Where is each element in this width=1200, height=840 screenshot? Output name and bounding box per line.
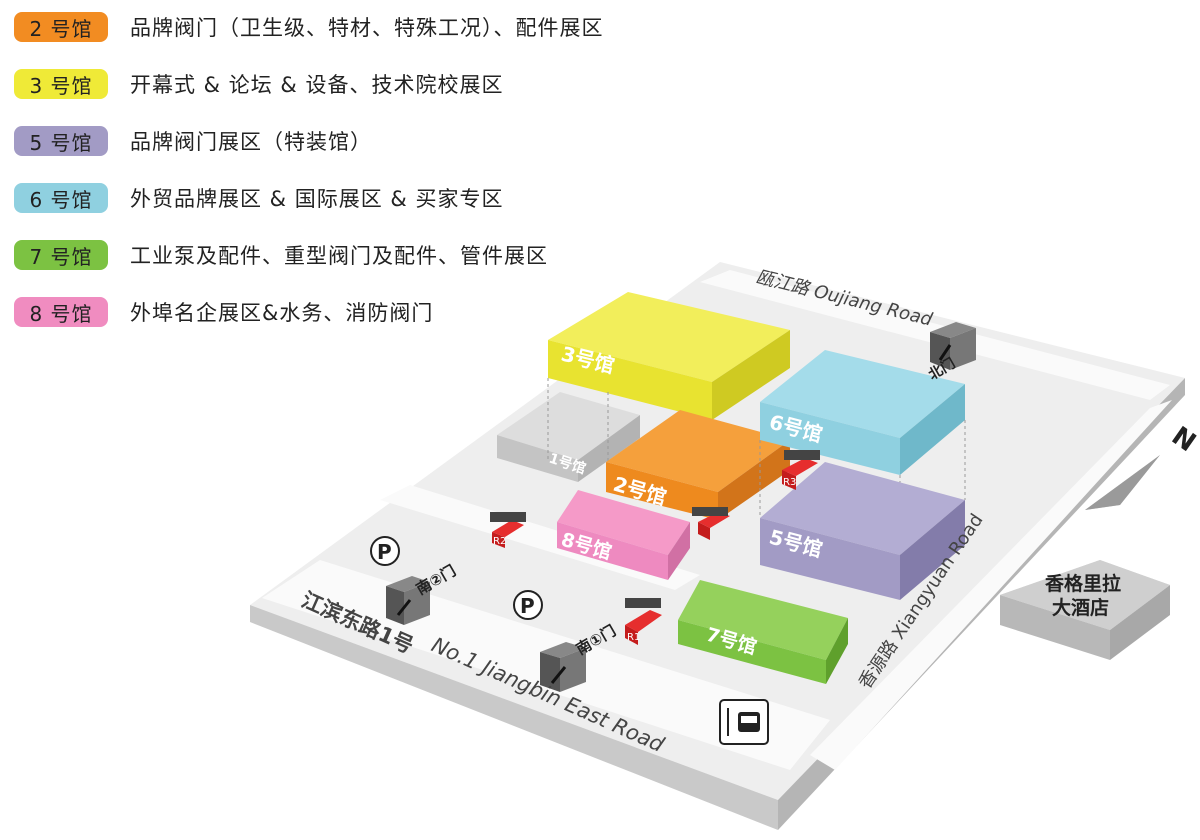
legend-text: 品牌阀门（卫生级、特材、特殊工况）、配件展区 [130, 16, 604, 40]
gate-south2-icon [386, 576, 430, 625]
parking-icon-south [513, 590, 543, 620]
service-point [692, 507, 730, 540]
road-east [810, 400, 1172, 770]
hall-6 [759, 350, 966, 555]
restroom-r2 [490, 512, 526, 548]
legend-badge: 7 号馆 [14, 240, 108, 270]
legend-item-hall-2: 2 号馆 品牌阀门（卫生级、特材、特殊工况）、配件展区 [14, 10, 604, 44]
restroom-r1 [625, 598, 662, 645]
hall-1 [497, 392, 640, 482]
legend-item-hall-3: 3 号馆 开幕式 & 论坛 & 设备、技术院校展区 [14, 67, 503, 101]
legend-badge: 8 号馆 [14, 297, 108, 327]
legend-text: 开幕式 & 论坛 & 设备、技术院校展区 [130, 73, 504, 97]
parking-symbol-south: P [520, 594, 535, 618]
legend-item-hall-7: 7 号馆 工业泵及配件、重型阀门及配件、管件展区 [14, 238, 548, 272]
parking-icon-west [370, 536, 400, 566]
hall-7 [678, 580, 848, 684]
gate-south1-icon [540, 642, 586, 692]
hall-3 [547, 292, 790, 500]
legend-badge: 5 号馆 [14, 126, 108, 156]
hotel-block [1000, 560, 1170, 660]
hotel-name-line2: 大酒店 [1052, 596, 1109, 619]
restroom-r2-label: R2 [493, 536, 506, 547]
legend-text: 外埠名企展区&水务、消防阀门 [130, 301, 434, 325]
restroom-r3-label: R3 [783, 477, 796, 488]
legend-item-hall-8: 8 号馆 外埠名企展区&水务、消防阀门 [14, 295, 433, 329]
legend-item-hall-6: 6 号馆 外贸品牌展区 & 国际展区 & 买家专区 [14, 181, 503, 215]
hall-5 [760, 462, 965, 600]
ground-side [250, 605, 778, 830]
compass-label: N [1166, 421, 1200, 458]
legend-text: 工业泵及配件、重型阀门及配件、管件展区 [130, 244, 548, 268]
restroom-r1-label: R1 [627, 632, 640, 643]
gate-north-icon [930, 322, 976, 370]
legend-text: 外贸品牌展区 & 国际展区 & 买家专区 [130, 187, 504, 211]
north-arrow-icon [1085, 455, 1160, 510]
restroom-r3 [782, 450, 820, 490]
hall-2 [606, 410, 790, 520]
parking-symbol-west: P [377, 540, 392, 564]
legend-badge: 3 号馆 [14, 69, 108, 99]
legend-item-hall-5: 5 号馆 品牌阀门展区（特装馆） [14, 124, 372, 158]
hall-8 [557, 490, 690, 580]
legend-badge: 2 号馆 [14, 12, 108, 42]
legend-text: 品牌阀门展区（特装馆） [130, 130, 372, 154]
legend-badge: 6 号馆 [14, 183, 108, 213]
hotel-name-line1: 香格里拉 [1044, 572, 1121, 595]
bus-stop-icon [719, 699, 769, 745]
